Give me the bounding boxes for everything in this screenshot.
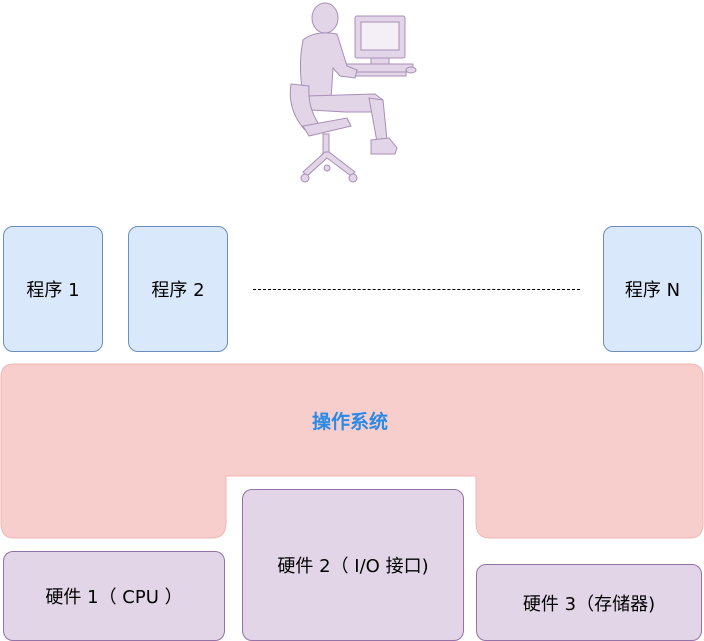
operating-system-shape [0, 363, 704, 539]
program-1-label: 程序 1 [26, 280, 80, 301]
program-1-box: 程序 1 [3, 226, 103, 352]
hardware-2-label: 硬件 2（ I/O 接口) [277, 556, 429, 577]
hardware-1-box: 硬件 1（ CPU ） [3, 551, 225, 641]
program-n-label: 程序 N [624, 280, 681, 301]
hardware-3-label: 硬件 3（存储器) [522, 593, 656, 615]
ellipsis-dashed-line [253, 289, 580, 290]
program-2-box: 程序 2 [128, 226, 228, 352]
hardware-3-box: 硬件 3（存储器) [476, 564, 702, 641]
user-at-computer-icon [289, 2, 417, 183]
program-n-box: 程序 N [603, 226, 702, 352]
hardware-2-box: 硬件 2（ I/O 接口) [242, 489, 464, 641]
operating-system-label: 操作系统 [311, 410, 388, 433]
hardware-1-label: 硬件 1（ CPU ） [45, 587, 183, 608]
program-2-label: 程序 2 [151, 280, 205, 301]
